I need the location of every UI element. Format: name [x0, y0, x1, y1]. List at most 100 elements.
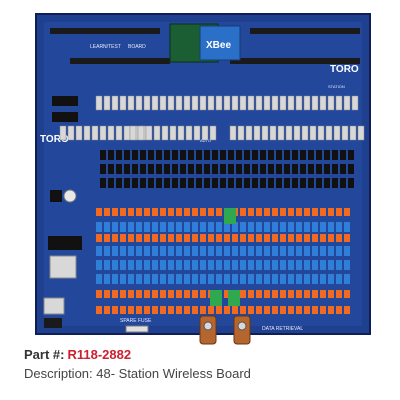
slide-switch [59, 125, 67, 141]
blue-spring-terminal [264, 246, 270, 256]
slide-switch [129, 125, 137, 141]
triac-relay [124, 164, 130, 174]
triac-relay [148, 178, 154, 188]
blue-spring-terminal [256, 260, 262, 270]
triac-relay [148, 164, 154, 174]
slide-switch [293, 125, 301, 141]
blue-spring-terminal [160, 246, 166, 256]
blue-spring-terminal [184, 274, 190, 284]
slide-switch [271, 95, 279, 111]
triac-relay [220, 178, 226, 188]
blue-spring-terminal [328, 274, 334, 284]
triac-relay [132, 150, 138, 160]
triac-relay [124, 150, 130, 160]
blue-spring-terminal [232, 260, 238, 270]
blue-spring-terminal [280, 222, 286, 232]
orange-terminal-clip [152, 290, 158, 298]
slide-switch [349, 125, 357, 141]
triac-relay [212, 178, 218, 188]
triac-relay [180, 164, 186, 174]
triac-relay [252, 164, 258, 174]
pin-header [230, 58, 360, 64]
orange-terminal-clip [120, 290, 126, 298]
slide-switch [99, 125, 107, 141]
orange-terminal-clip [344, 290, 350, 298]
slide-switch [341, 125, 349, 141]
part-number-line: Part #:R118-2882 [24, 346, 394, 364]
slide-switch [123, 125, 131, 141]
triac-relay [196, 178, 202, 188]
slide-switch [223, 95, 231, 111]
slide-switch [253, 125, 261, 141]
slide-switch [169, 125, 177, 141]
orange-terminal-clip [192, 208, 198, 216]
blue-spring-terminal [160, 274, 166, 284]
blue-spring-terminal [336, 260, 342, 270]
blue-spring-terminal [176, 222, 182, 232]
orange-terminal-clip [200, 290, 206, 298]
slide-switch [193, 125, 201, 141]
slide-switch [145, 125, 153, 141]
triac-relay [116, 164, 122, 174]
orange-terminal-clip [304, 234, 310, 242]
blue-spring-terminal [112, 246, 118, 256]
slide-switch [75, 125, 83, 141]
blue-spring-terminal [200, 246, 206, 256]
orange-terminal-clip [320, 208, 326, 216]
orange-terminal-clip [312, 234, 318, 242]
slide-switch [103, 95, 111, 111]
blue-spring-terminal [216, 222, 222, 232]
orange-terminal-clip [192, 290, 198, 298]
spare-fuse [125, 325, 149, 333]
orange-terminal-clip [120, 306, 126, 314]
blue-spring-terminal [272, 274, 278, 284]
orange-terminal-clip [160, 306, 166, 314]
triac-relay [300, 178, 306, 188]
blue-spring-terminal [152, 246, 158, 256]
green-connector [228, 290, 240, 306]
orange-terminal-clip [336, 208, 342, 216]
orange-terminal-clip [216, 306, 222, 314]
orange-terminal-clip [160, 290, 166, 298]
slide-switch [269, 125, 277, 141]
xbee-label: XBee [206, 40, 231, 51]
slide-switch [159, 95, 167, 111]
triac-relay [252, 178, 258, 188]
slide-switch [335, 95, 343, 111]
blue-spring-terminal [112, 222, 118, 232]
blue-spring-terminal [136, 274, 142, 284]
blue-spring-terminal [256, 274, 262, 284]
orange-terminal-clip [248, 208, 254, 216]
triac-relay [340, 164, 346, 174]
blue-spring-terminal [240, 222, 246, 232]
triac-relay [316, 164, 322, 174]
blue-spring-terminal [320, 246, 326, 256]
blue-spring-terminal [288, 260, 294, 270]
blue-spring-terminal [128, 222, 134, 232]
orange-terminal-clip [280, 234, 286, 242]
triac-relay [276, 164, 282, 174]
blue-spring-terminal [312, 274, 318, 284]
blue-spring-terminal [168, 260, 174, 270]
blue-spring-terminal [312, 222, 318, 232]
triac-relay [332, 178, 338, 188]
slide-switch [207, 95, 215, 111]
orange-terminal-clip [272, 306, 278, 314]
triac-relay [316, 150, 322, 160]
orange-terminal-clip [328, 234, 334, 242]
slide-switch [183, 95, 191, 111]
blue-spring-terminal [320, 260, 326, 270]
triac-relay [348, 150, 354, 160]
blue-spring-terminal [96, 274, 102, 284]
triac-relay [228, 178, 234, 188]
orange-terminal-clip [128, 306, 134, 314]
blue-spring-terminal [104, 260, 110, 270]
blue-spring-terminal [296, 246, 302, 256]
orange-terminal-clip [104, 234, 110, 242]
slide-switch [209, 125, 217, 141]
slide-switch [279, 95, 287, 111]
triac-relay [212, 164, 218, 174]
triac-relay [172, 178, 178, 188]
orange-terminal-clip [280, 290, 286, 298]
orange-terminal-clip [112, 306, 118, 314]
